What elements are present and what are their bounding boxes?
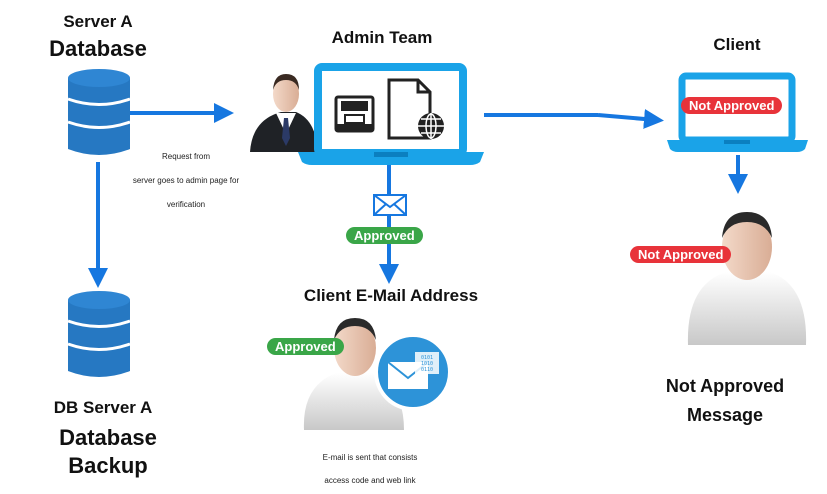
- svg-text:0101: 0101: [421, 355, 433, 361]
- businessman-icon: [250, 74, 318, 152]
- client-title: Client: [713, 35, 761, 54]
- email-caption-line-2: access code and web link: [324, 476, 416, 485]
- admin-laptop-icon: [298, 63, 484, 165]
- svg-text:1010: 1010: [421, 361, 433, 367]
- backup-title: DB Server A: [53, 398, 153, 417]
- not-approved-message-title-2: Message: [686, 405, 764, 425]
- server-a-subtitle: Database: [49, 36, 147, 61]
- arrow-admin-to-client: [484, 109, 664, 129]
- approved-badge-user: Approved: [267, 338, 344, 355]
- globe-icon: [418, 113, 444, 139]
- client-laptop-icon: [667, 72, 808, 152]
- backup-subtitle-2: Backup: [68, 453, 148, 478]
- database-icon: [67, 69, 131, 155]
- database-backup-icon: [67, 291, 131, 377]
- not-approved-badge-client: Not Approved: [681, 97, 783, 114]
- not-approved-badge-user: Not Approved: [630, 246, 732, 263]
- request-note-line-2: server goes to admin page for: [132, 176, 240, 185]
- backup-subtitle-1: Database: [59, 425, 157, 450]
- request-note-line-3: verification: [166, 200, 206, 209]
- approved-badge-arrow: Approved: [346, 227, 423, 244]
- server-a-title: Server A: [63, 12, 133, 31]
- inbox-icon: [334, 95, 375, 133]
- envelope-icon: [373, 194, 407, 216]
- admin-team-title: Admin Team: [331, 28, 433, 47]
- request-note-line-1: Request from: [161, 152, 211, 161]
- not-approved-message-title-1: Not Approved: [665, 376, 785, 396]
- rejected-user-icon: [687, 212, 807, 345]
- email-caption-line-1: E-mail is sent that consists: [322, 453, 418, 462]
- svg-text:0110: 0110: [421, 367, 433, 373]
- client-email-title: Client E-Mail Address: [303, 286, 479, 305]
- email-badge-icon: 0101 1010 0110: [374, 333, 452, 411]
